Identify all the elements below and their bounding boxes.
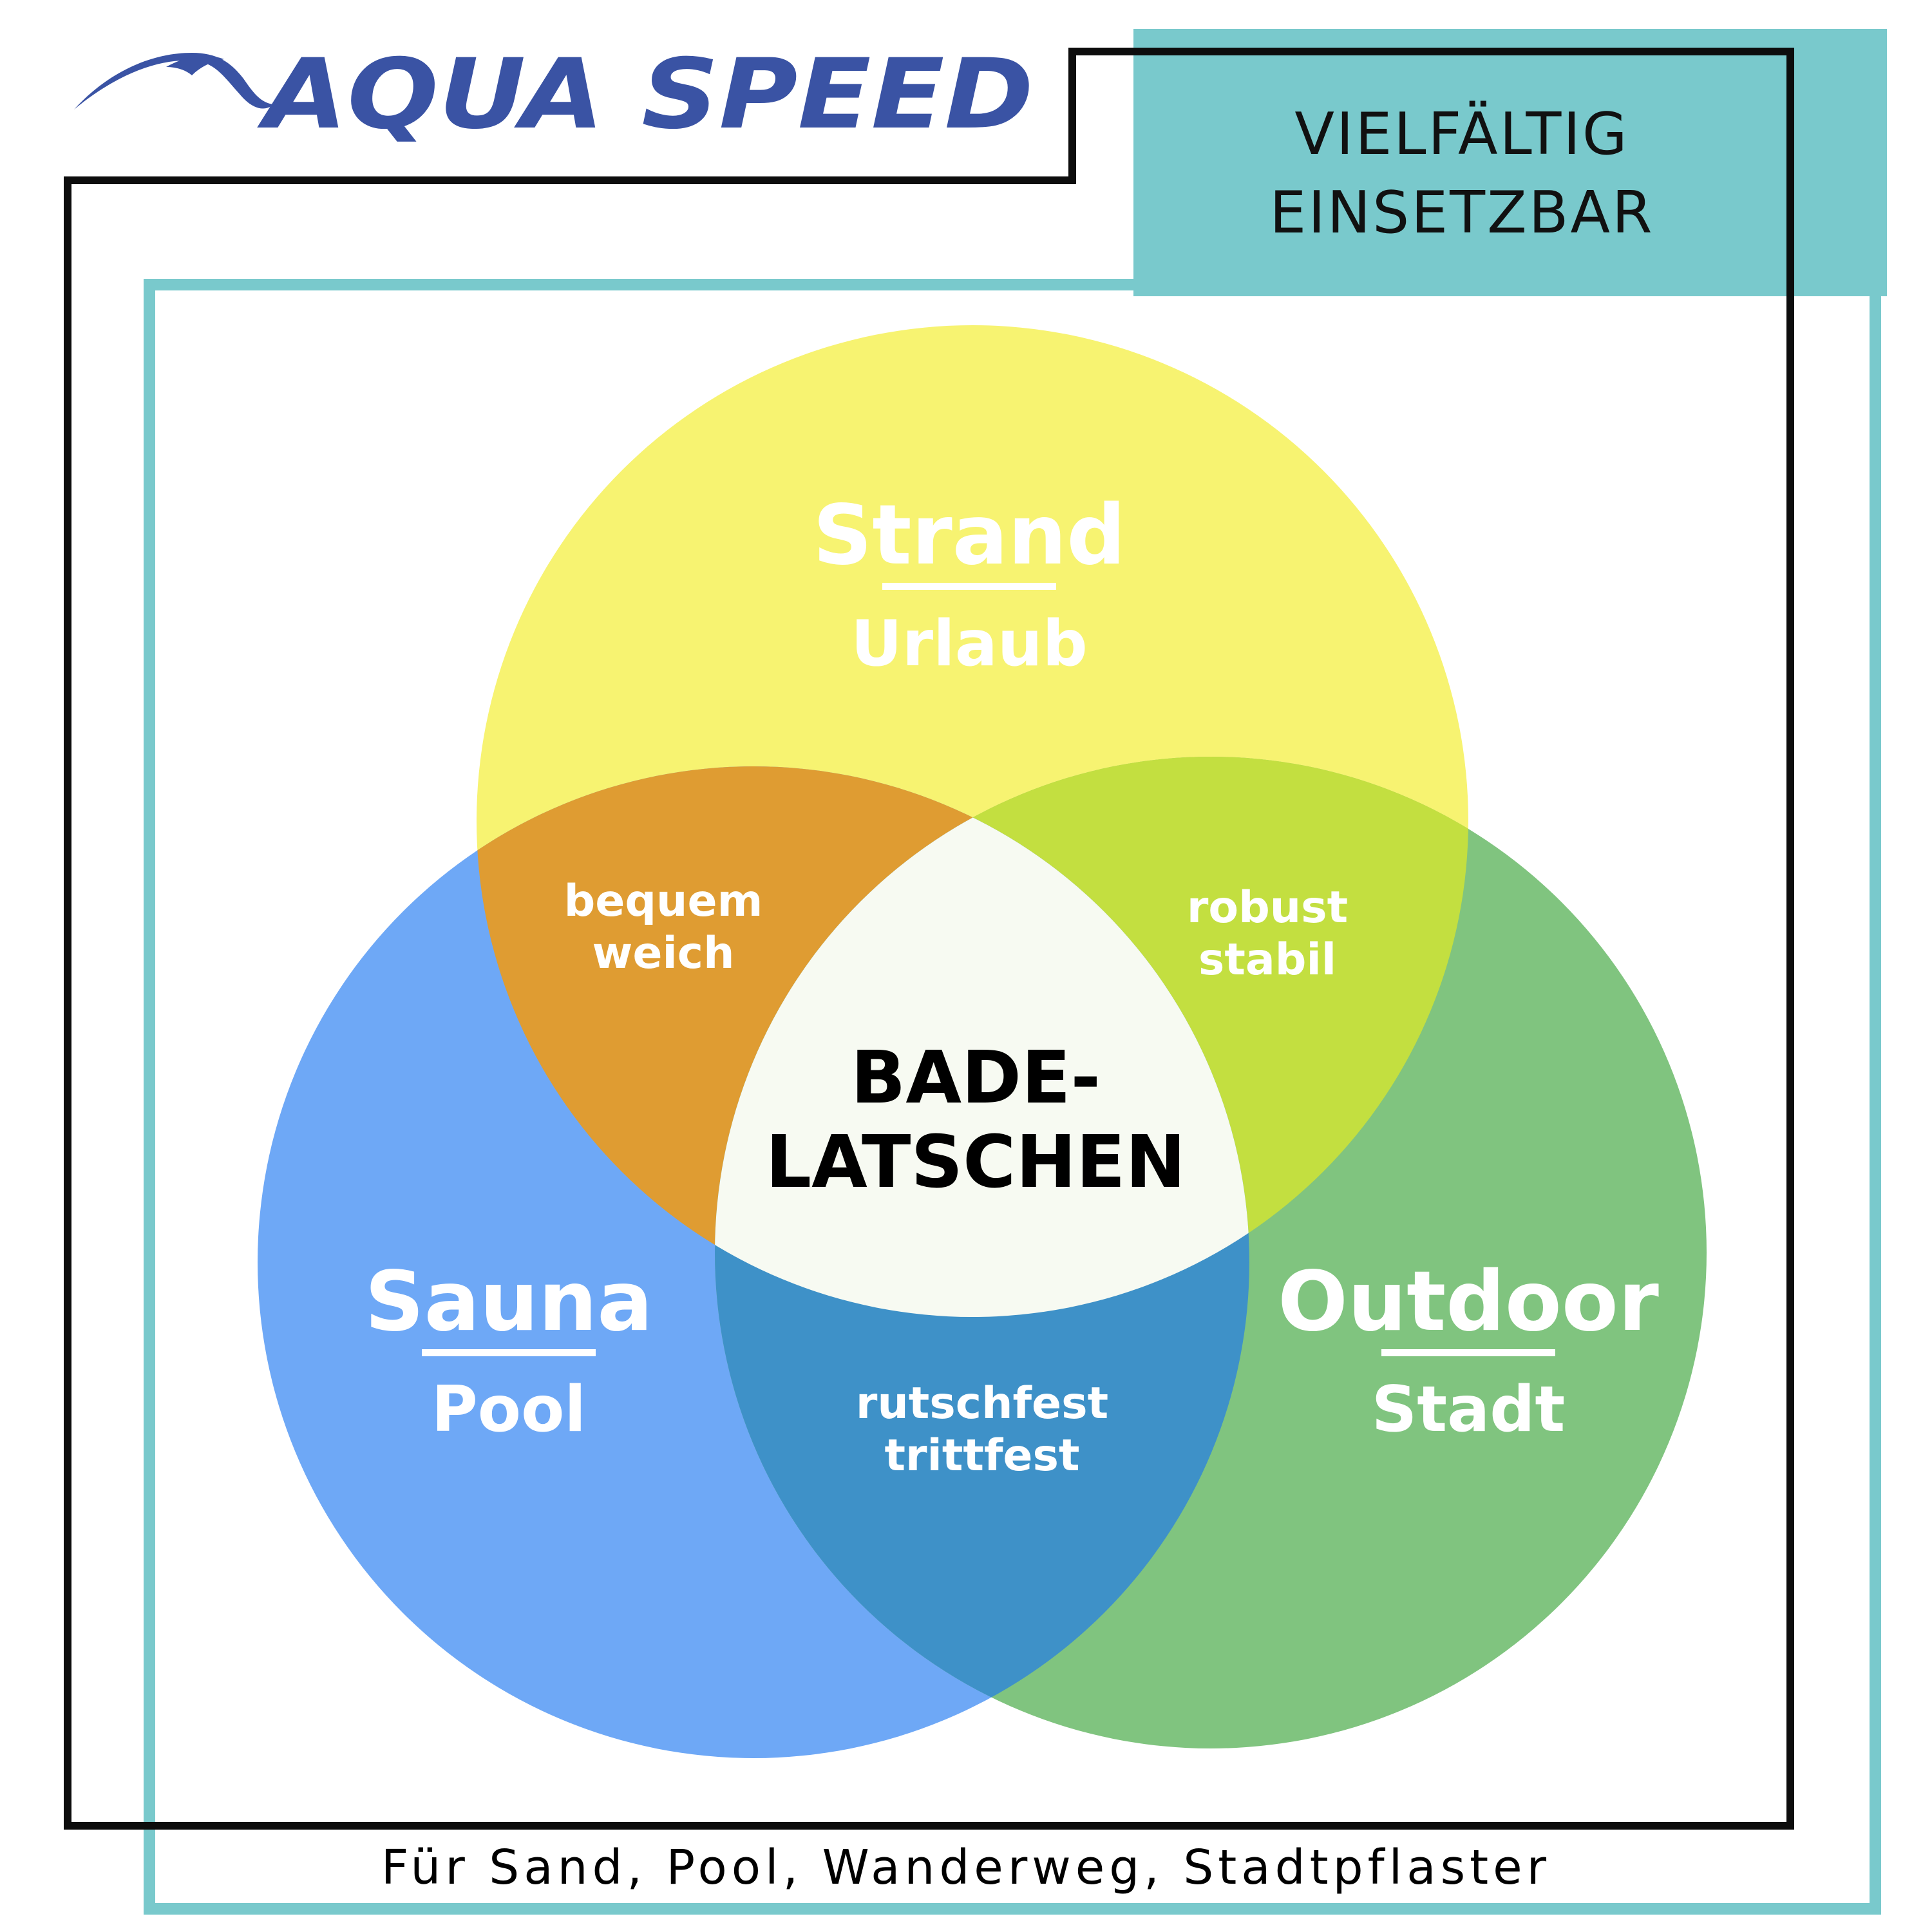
set-divider-sauna	[422, 1349, 596, 1356]
center-label-line1: BADE-	[851, 1036, 1101, 1120]
overlap-center	[715, 766, 1249, 1317]
set-subtitle-sauna: Pool	[431, 1373, 586, 1446]
set-title-strand: Strand	[813, 488, 1126, 583]
black-frame	[64, 48, 1794, 1830]
aqua-speed-logo: AQUA SPEED	[74, 39, 1034, 151]
teal-frame	[144, 279, 1881, 1915]
set-subtitle-outdoor: Stadt	[1372, 1373, 1566, 1446]
wave-icon	[74, 53, 274, 109]
badge-background	[1133, 29, 1887, 296]
set-title-outdoor: Outdoor	[1278, 1254, 1659, 1350]
wave-crest-icon	[166, 55, 224, 75]
center-label-line2: LATSCHEN	[766, 1121, 1186, 1204]
overlap-label-trittfest: trittfest	[884, 1430, 1079, 1481]
badge: VIELFÄLTIG EINSETZBAR	[1140, 84, 1784, 264]
set-divider-strand	[882, 583, 1056, 590]
set-subtitle-strand: Urlaub	[851, 607, 1088, 681]
overlap-label-stabil: stabil	[1198, 934, 1336, 985]
overlap-label-bequem: bequem	[564, 876, 763, 927]
overlap-label-robust: robust	[1187, 882, 1348, 933]
set-title-sauna: Sauna	[365, 1254, 652, 1350]
badge-line-1: VIELFÄLTIG	[1294, 100, 1629, 168]
badge-line-2: EINSETZBAR	[1269, 179, 1654, 247]
footer-tagline: Für Sand, Pool, Wanderweg, Stadtpflaster	[381, 1840, 1551, 1895]
brand-name: AQUA SPEED	[257, 39, 1034, 151]
overlap-label-weich: weich	[592, 928, 735, 979]
set-divider-outdoor	[1381, 1349, 1555, 1356]
overlap-label-rutschfest: rutschfest	[856, 1378, 1108, 1429]
